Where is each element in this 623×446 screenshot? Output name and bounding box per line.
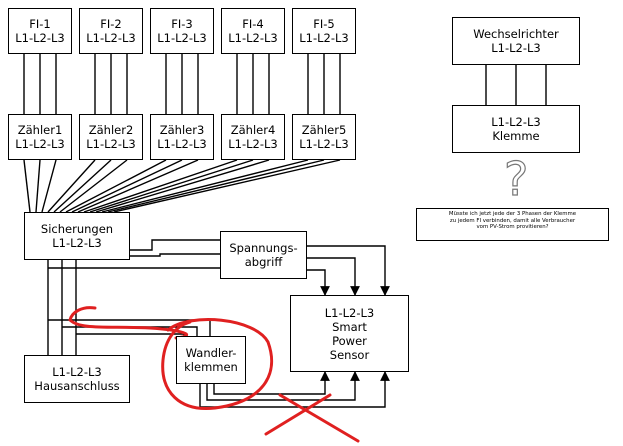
spannungsabgriff-line1: Spannungs- bbox=[229, 241, 298, 255]
ct-sensor-arrow-1 bbox=[199, 371, 390, 408]
meter-fuse-wire-5-2 bbox=[107, 159, 325, 213]
meter-4-phases: L1-L2-L3 bbox=[228, 137, 278, 151]
klemme-phases: L1-L2-L3 bbox=[491, 115, 541, 129]
meter-box-3: Zähler3 L1-L2-L3 bbox=[150, 114, 214, 160]
sicherungen-label: Sicherungen bbox=[40, 222, 114, 236]
meter-3-label: Zähler3 bbox=[159, 123, 205, 137]
fi-box-1: FI-1 L1-L2-L3 bbox=[8, 8, 72, 54]
fuse-tap-wire-2 bbox=[130, 253, 220, 257]
meter-box-4: Zähler4 L1-L2-L3 bbox=[221, 114, 285, 160]
question-note: Müsste ich jetzt jede der 3 Phasen der K… bbox=[416, 208, 609, 241]
wandlerklemmen-line1: Wandler- bbox=[185, 346, 237, 360]
meter-2-phases: L1-L2-L3 bbox=[86, 137, 136, 151]
fi-3-phases: L1-L2-L3 bbox=[157, 31, 207, 45]
sensor-line3: Power bbox=[332, 333, 367, 348]
wechselrichter-box: Wechselrichter L1-L2-L3 bbox=[452, 17, 580, 65]
meter-fuse-wire-4-3 bbox=[95, 159, 270, 213]
meter-2-label: Zähler2 bbox=[88, 123, 134, 137]
spannungsabgriff-line2: abgriff bbox=[244, 255, 283, 269]
meter-3-phases: L1-L2-L3 bbox=[157, 137, 207, 151]
annotation-circle bbox=[161, 318, 274, 410]
ct-sensor-arrow-3 bbox=[213, 371, 330, 395]
fi-3-label: FI-3 bbox=[171, 17, 193, 31]
note-line1: Müsste ich jetzt jede der 3 Phasen der K… bbox=[448, 211, 577, 217]
meter-fuse-wire-2-2 bbox=[53, 159, 112, 213]
annotation-cross-2 bbox=[264, 393, 332, 436]
meter-5-label: Zähler5 bbox=[301, 123, 347, 137]
fi-box-5: FI-5 L1-L2-L3 bbox=[292, 8, 356, 54]
note-line2: zu jedem FI verbinden, damit alle Verbra… bbox=[449, 217, 576, 224]
sicherungen-box: Sicherungen L1-L2-L3 bbox=[24, 212, 130, 260]
meter-1-phases: L1-L2-L3 bbox=[15, 137, 65, 151]
fi-2-phases: L1-L2-L3 bbox=[86, 31, 136, 45]
meter-fuse-wire-1-2 bbox=[35, 159, 41, 213]
fi-1-label: FI-1 bbox=[29, 17, 51, 31]
klemme-box: L1-L2-L3 Klemme bbox=[452, 105, 580, 153]
hausanschluss-box: L1-L2-L3 Hausanschluss bbox=[24, 355, 130, 403]
fi-4-label: FI-4 bbox=[242, 17, 264, 31]
tap-sensor-arrow-2 bbox=[307, 257, 360, 296]
fi-box-2: FI-2 L1-L2-L3 bbox=[79, 8, 143, 54]
fuse-tap-wire-1 bbox=[130, 239, 220, 251]
fi-1-phases: L1-L2-L3 bbox=[15, 31, 65, 45]
meter-4-label: Zähler4 bbox=[230, 123, 276, 137]
meter-fuse-wire-3-2 bbox=[71, 159, 183, 213]
fi-5-label: FI-5 bbox=[313, 17, 335, 31]
fi-box-3: FI-3 L1-L2-L3 bbox=[150, 8, 214, 54]
question-mark-icon: ? bbox=[503, 152, 529, 206]
klemme-label: Klemme bbox=[492, 129, 540, 143]
meter-fuse-wire-2-3 bbox=[59, 159, 128, 213]
meter-fuse-wire-4-2 bbox=[89, 159, 254, 213]
meter-fuse-wire-3-3 bbox=[77, 159, 199, 213]
meter-fuse-wire-5-1 bbox=[101, 159, 309, 213]
note-line3: vom PV-Strom provitieren? bbox=[476, 224, 549, 231]
fi-4-phases: L1-L2-L3 bbox=[228, 31, 278, 45]
fi-2-label: FI-2 bbox=[100, 17, 122, 31]
meter-fuse-wire-1-3 bbox=[41, 159, 57, 213]
smart-power-sensor-box: L1-L2-L3 Smart Power Sensor bbox=[290, 295, 409, 372]
hausanschluss-phases: L1-L2-L3 bbox=[52, 365, 102, 379]
meter-1-label: Zähler1 bbox=[17, 123, 63, 137]
sensor-line2: Smart bbox=[332, 319, 367, 334]
wechselrichter-label: Wechselrichter bbox=[473, 27, 559, 41]
fi-5-phases: L1-L2-L3 bbox=[299, 31, 349, 45]
fi-box-4: FI-4 L1-L2-L3 bbox=[221, 8, 285, 54]
meter-box-5: Zähler5 L1-L2-L3 bbox=[292, 114, 356, 160]
meter-fuse-wire-3-1 bbox=[65, 159, 167, 213]
meter-box-1: Zähler1 L1-L2-L3 bbox=[8, 114, 72, 160]
meter-fuse-wire-4-1 bbox=[83, 159, 238, 213]
sensor-line1: L1-L2-L3 bbox=[324, 305, 375, 320]
meter-fuse-wire-1-1 bbox=[23, 159, 31, 213]
meter-fuse-wire-2-1 bbox=[47, 159, 96, 213]
meter-5-phases: L1-L2-L3 bbox=[299, 137, 349, 151]
sensor-line4: Sensor bbox=[329, 347, 370, 362]
house-ct-wire-3 bbox=[76, 333, 185, 336]
meter-fuse-wire-5-3 bbox=[113, 159, 341, 213]
ct-sensor-arrow-2 bbox=[206, 371, 360, 401]
annotation-cross-1 bbox=[278, 393, 360, 443]
tap-sensor-arrow-3 bbox=[307, 269, 330, 296]
wechselrichter-phases: L1-L2-L3 bbox=[491, 41, 541, 55]
wandlerklemmen-line2: klemmen bbox=[184, 360, 238, 374]
annotation-stroke-1 bbox=[68, 306, 189, 340]
spannungsabgriff-box: Spannungs- abgriff bbox=[220, 231, 307, 279]
tap-sensor-arrow-1 bbox=[307, 245, 390, 296]
hausanschluss-label: Hausanschluss bbox=[34, 379, 120, 393]
meter-box-2: Zähler2 L1-L2-L3 bbox=[79, 114, 143, 160]
wandlerklemmen-box: Wandler- klemmen bbox=[176, 336, 246, 384]
sicherungen-phases: L1-L2-L3 bbox=[52, 236, 102, 250]
